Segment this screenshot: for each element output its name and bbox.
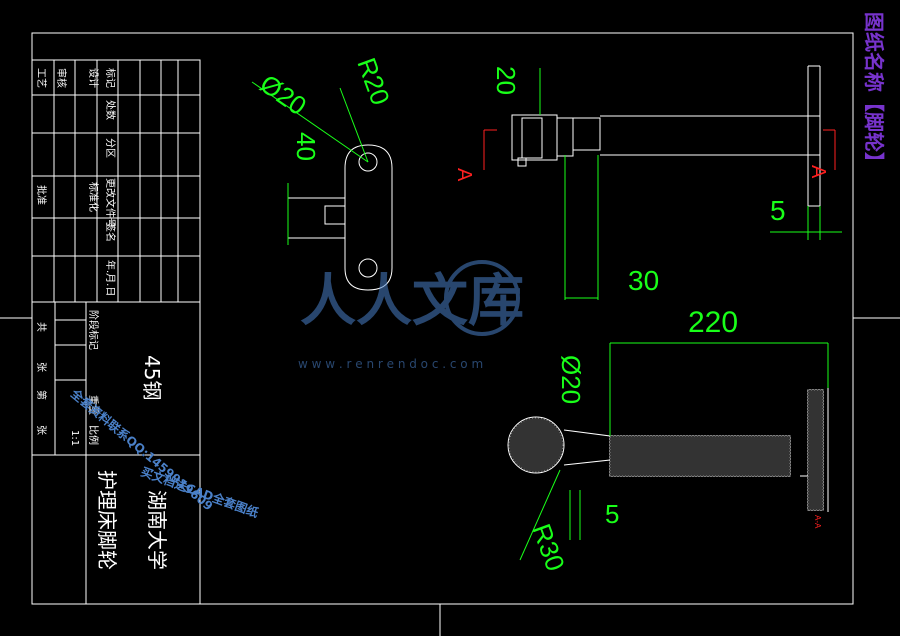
dim-40: 40 bbox=[291, 132, 321, 161]
tb-label-scale: 比例 bbox=[87, 425, 100, 445]
section-label-left: A bbox=[453, 168, 475, 182]
section-marker-lines bbox=[483, 129, 836, 170]
tb-label-standard: 标准化 bbox=[87, 182, 100, 212]
tb-label-zone: 分区 bbox=[104, 138, 116, 158]
tb-label-sheet2: 张 bbox=[35, 425, 47, 435]
dim-20-vertical: 20 bbox=[491, 66, 521, 95]
tb-label-design: 设计 bbox=[87, 68, 100, 88]
link-plate-dims bbox=[251, 81, 369, 245]
tb-part-name: 护理床脚轮 bbox=[95, 470, 119, 570]
tb-scale-value: 1:1 bbox=[69, 430, 80, 446]
side-title: 图纸名称【脚轮】 bbox=[862, 12, 886, 172]
tb-label-total: 共 bbox=[35, 322, 47, 332]
dim-220: 220 bbox=[688, 306, 738, 339]
title-block bbox=[31, 59, 201, 605]
tb-label-weight: 重量 bbox=[87, 395, 100, 415]
dim-r30: R30 bbox=[526, 520, 571, 575]
assembly-top-dims bbox=[539, 68, 842, 300]
tb-label-change: 更改文件号 bbox=[104, 178, 117, 228]
section-label-bottom: A-A bbox=[813, 515, 822, 529]
tb-label-sheet1: 张 bbox=[35, 362, 47, 372]
tb-school: 湖南大学 bbox=[145, 490, 169, 570]
watermark-logo-text: 人人文库 bbox=[300, 269, 524, 334]
watermark-url: w w w . r e n r e n d o c . c o m bbox=[298, 357, 483, 371]
tb-label-process: 工艺 bbox=[35, 68, 47, 88]
tb-label-mark: 标记 bbox=[104, 68, 116, 88]
title-block-text: 标记 处数 分区 更改文件号 签名 年.月.日 设计 审核 工艺 标准化 批准 … bbox=[35, 68, 169, 570]
tb-label-approve: 批准 bbox=[35, 185, 48, 205]
tb-label-sign: 签名 bbox=[104, 222, 117, 242]
section-hatching bbox=[508, 389, 824, 511]
dim-d20-bottom: Ø20 bbox=[556, 355, 586, 404]
tb-label-date: 年.月.日 bbox=[104, 260, 117, 296]
dim-5-right: 5 bbox=[770, 195, 786, 226]
dim-d20-top: Ø20 bbox=[255, 68, 312, 121]
tb-label-count: 处数 bbox=[104, 100, 117, 120]
section-dims bbox=[519, 342, 829, 561]
tb-label-stage: 阶段标记 bbox=[87, 310, 100, 350]
tb-label-no: 第 bbox=[35, 390, 48, 400]
watermark: 人人文库 w w w . r e n r e n d o c . c o m bbox=[298, 260, 524, 371]
dim-30: 30 bbox=[628, 265, 659, 296]
link-plate-view bbox=[288, 144, 393, 291]
section-label-right: A bbox=[807, 165, 829, 179]
dim-r20-top: R20 bbox=[351, 54, 396, 109]
assembly-top-view bbox=[511, 65, 821, 207]
tb-label-review: 审核 bbox=[55, 68, 68, 88]
dim-5-bottom: 5 bbox=[605, 499, 619, 529]
drawing-frame bbox=[0, 32, 900, 636]
tb-material: 45钢 bbox=[140, 355, 164, 400]
watermark-logo-circle bbox=[444, 260, 520, 336]
